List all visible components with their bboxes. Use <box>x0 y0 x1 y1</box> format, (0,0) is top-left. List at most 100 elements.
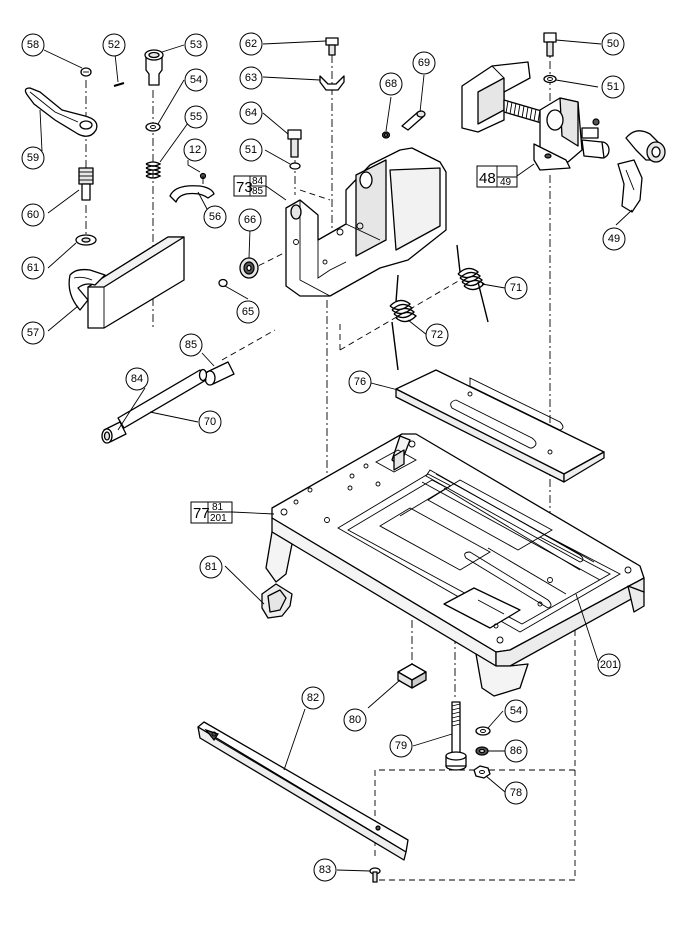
callout-circle <box>102 33 126 57</box>
part-82-rail <box>197 721 409 861</box>
callout-66: 66 <box>238 208 262 232</box>
callout-circle <box>239 66 263 90</box>
callout-64: 64 <box>239 101 263 125</box>
callout-label: 57 <box>27 327 39 339</box>
callout-63: 63 <box>239 66 263 90</box>
part-66-bearing <box>239 257 259 279</box>
part-76-plate <box>395 369 605 483</box>
callout-72: 72 <box>425 323 449 347</box>
callout-circle <box>425 323 449 347</box>
callout-58: 58 <box>21 33 45 57</box>
boxed-callout-73-top: 84 <box>252 176 264 187</box>
callout-79: 79 <box>389 734 413 758</box>
part-78-nut <box>473 765 491 779</box>
boxed-callout-77-bottom: 201 <box>210 513 227 524</box>
callout-circle <box>597 653 621 677</box>
callout-50: 50 <box>601 32 625 56</box>
callout-49: 49 <box>602 227 626 251</box>
callout-label: 61 <box>27 262 39 274</box>
callout-circle <box>238 208 262 232</box>
callout-label: 85 <box>185 339 197 351</box>
callout-circle <box>21 203 45 227</box>
callout-201: 201 <box>597 653 621 677</box>
callout-label: 53 <box>190 39 202 51</box>
callout-circle <box>198 410 222 434</box>
callout-51: 51 <box>239 138 263 162</box>
callout-85: 85 <box>179 333 203 357</box>
callout-circle <box>21 33 45 57</box>
part-62-bolt <box>325 37 339 56</box>
part-77-base <box>265 433 645 697</box>
callout-label: 69 <box>418 57 430 69</box>
callout-label: 55 <box>190 111 202 123</box>
part-83-screw <box>369 867 381 883</box>
callout-label: 52 <box>108 39 120 51</box>
part-55-spring <box>145 161 162 179</box>
callout-55: 55 <box>184 105 208 129</box>
part-54-washer-lower <box>475 726 491 736</box>
part-53-shaft <box>144 49 164 86</box>
part-48-vise <box>461 61 610 171</box>
callout-label: 81 <box>205 561 217 573</box>
part-57-fence <box>68 236 185 329</box>
part-49-handle <box>617 130 666 213</box>
callout-label: 83 <box>319 864 331 876</box>
callout-61: 61 <box>21 256 45 280</box>
callout-label: 56 <box>209 211 221 223</box>
callout-label: 51 <box>245 144 257 156</box>
callout-60: 60 <box>21 203 45 227</box>
callout-circle <box>236 300 260 324</box>
callout-label: 50 <box>607 38 619 50</box>
callout-52: 52 <box>102 33 126 57</box>
callout-circle <box>184 68 208 92</box>
callout-label: 84 <box>131 373 143 385</box>
callout-label: 63 <box>245 72 257 84</box>
part-56-clip <box>169 185 215 203</box>
callout-label: 58 <box>27 39 39 51</box>
callout-label: 78 <box>510 787 522 799</box>
callout-68: 68 <box>379 72 403 96</box>
callout-65: 65 <box>236 300 260 324</box>
callout-circle <box>21 321 45 345</box>
callout-label: 76 <box>354 376 366 388</box>
callout-label: 64 <box>245 107 257 119</box>
part-59-lever <box>24 87 98 137</box>
callout-circle <box>313 858 337 882</box>
callout-78: 78 <box>504 781 528 805</box>
callout-81: 81 <box>199 555 223 579</box>
part-52-pin <box>113 82 125 87</box>
callout-53: 53 <box>184 33 208 57</box>
part-73-bracket <box>285 147 447 297</box>
callout-86: 86 <box>504 739 528 763</box>
boxed-callout-77-main: 77 <box>193 505 210 522</box>
callout-71: 71 <box>504 276 528 300</box>
part-85-bushing <box>204 361 235 386</box>
callout-54: 54 <box>184 68 208 92</box>
callout-label: 82 <box>307 692 319 704</box>
callout-circle <box>184 33 208 57</box>
callout-circle <box>21 256 45 280</box>
callout-circle <box>239 138 263 162</box>
boxed-callout-73-main: 73 <box>236 179 253 196</box>
part-64-bolt <box>287 129 302 158</box>
callout-circle <box>21 146 45 170</box>
callout-circle <box>601 32 625 56</box>
callout-circle <box>183 138 207 162</box>
callout-label: 51 <box>607 81 619 93</box>
part-50-bolt <box>543 32 557 57</box>
callout-circle <box>199 555 223 579</box>
boxed-callout-48-bottom: 49 <box>500 177 512 188</box>
boxed-callout-77-top: 81 <box>212 502 224 513</box>
boxed-callout-48-main: 48 <box>479 170 496 187</box>
callout-circle <box>504 276 528 300</box>
callout-circle <box>301 686 325 710</box>
callout-label: 49 <box>608 233 620 245</box>
part-61-washer <box>75 234 97 246</box>
part-79-bolt <box>445 701 467 771</box>
callout-circle <box>125 367 149 391</box>
callout-label: 71 <box>510 282 522 294</box>
callout-label: 12 <box>189 144 201 156</box>
callout-circle <box>379 72 403 96</box>
